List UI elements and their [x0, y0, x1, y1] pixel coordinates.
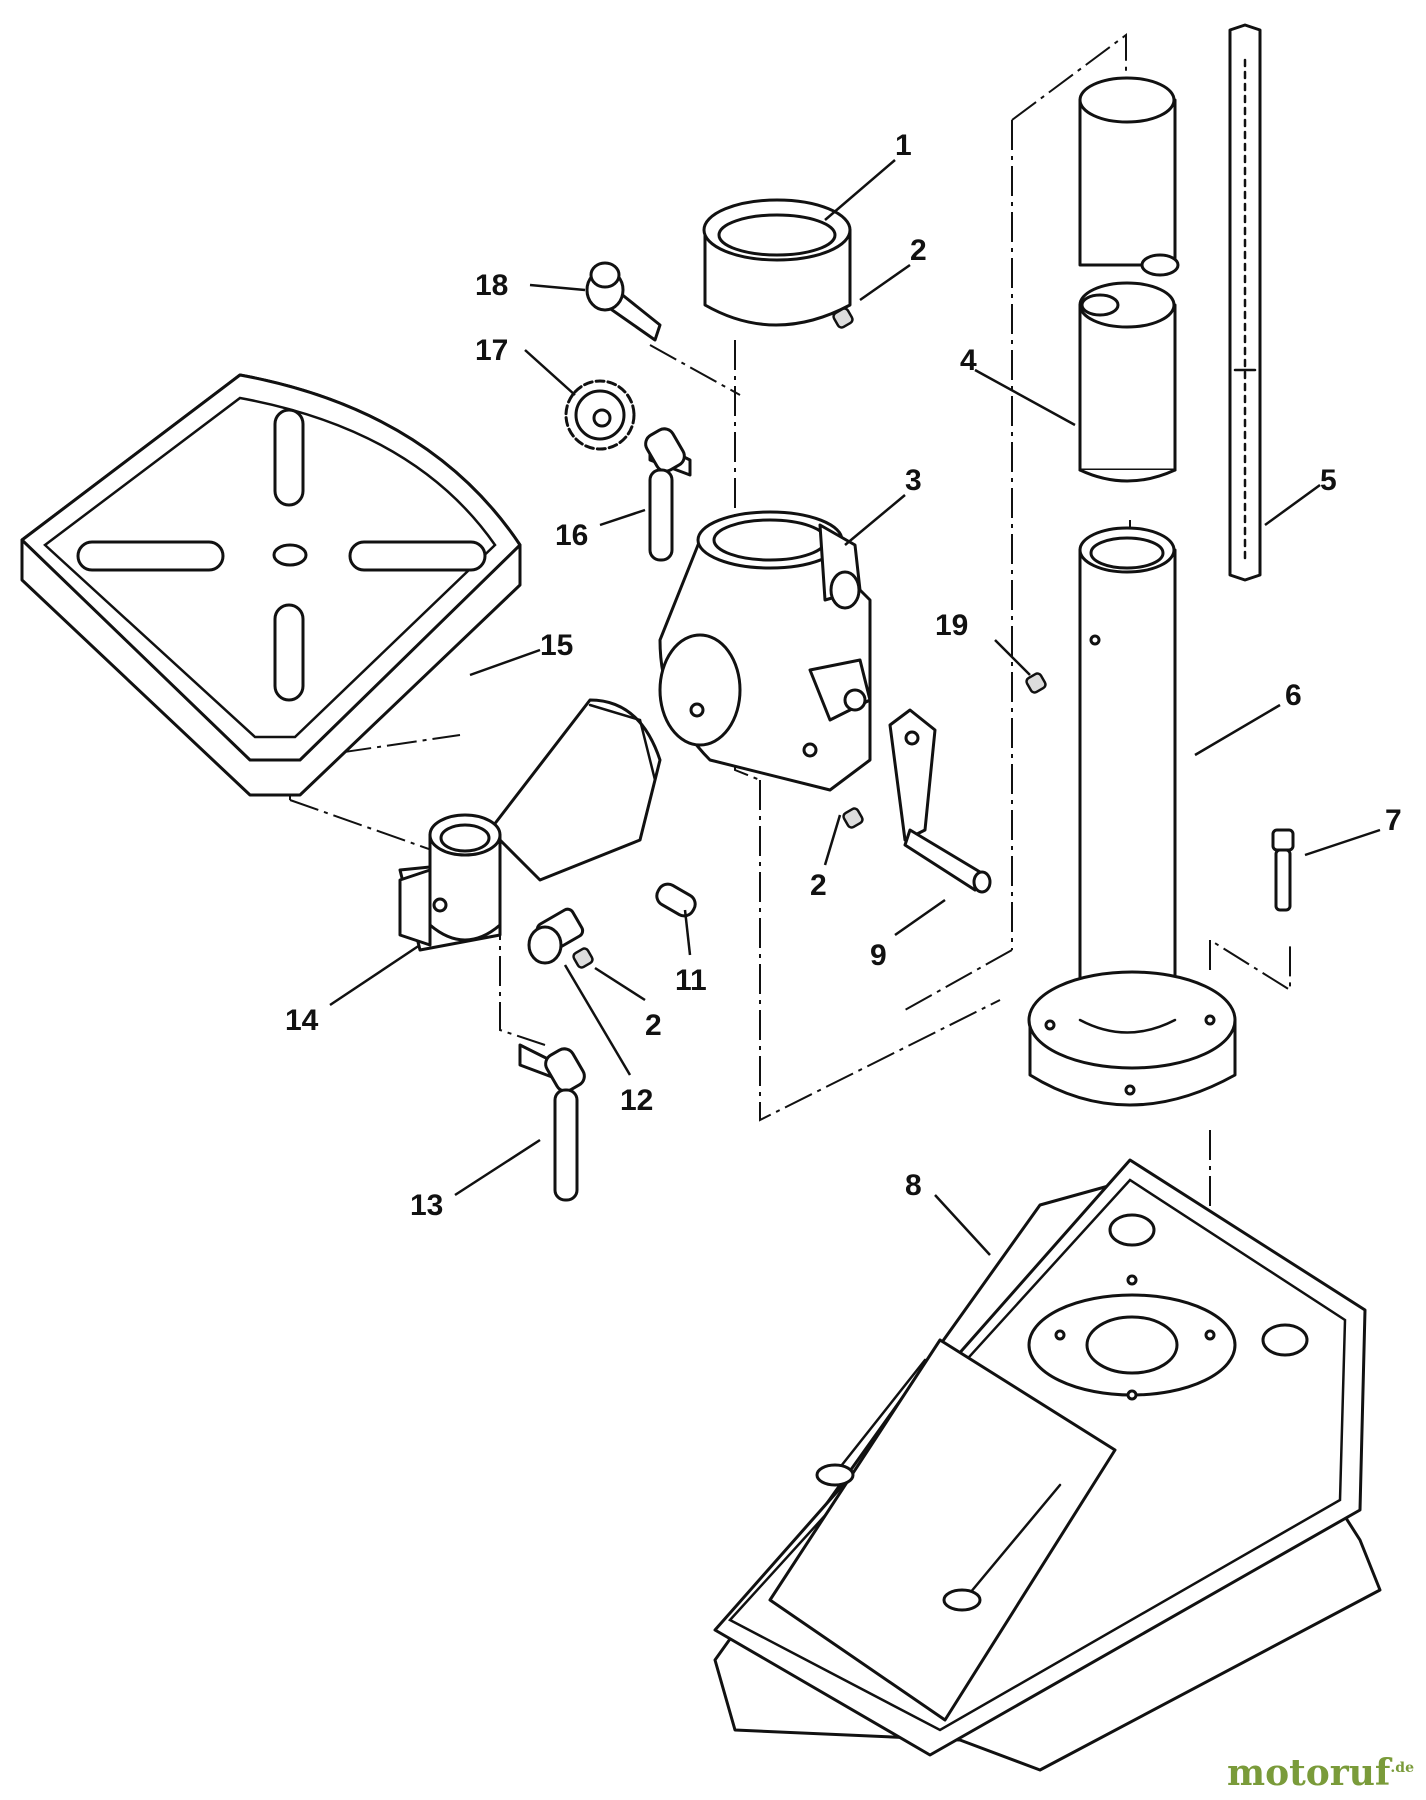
leader-13	[454, 1138, 541, 1197]
leader-14	[329, 943, 421, 1007]
callout-13: 13	[410, 1189, 443, 1222]
watermark-tld: .de	[1390, 1760, 1414, 1776]
callout-7: 7	[1385, 804, 1402, 837]
pinion-shaft	[585, 261, 662, 342]
callout-3: 3	[905, 464, 922, 497]
callout-9: 9	[870, 939, 887, 972]
callout-19: 19	[935, 609, 968, 642]
set-screw-2c	[572, 947, 594, 969]
work-table	[20, 373, 522, 797]
leader-3	[844, 494, 906, 546]
lock-handle-13	[518, 1043, 586, 1202]
leader-15	[469, 648, 541, 677]
lock-handle-16	[644, 427, 692, 562]
collar-ring	[702, 198, 852, 327]
leader-6	[1194, 703, 1281, 757]
callout-2c: 2	[645, 1009, 662, 1042]
table-arm	[398, 698, 662, 952]
callout-17: 17	[475, 334, 508, 367]
callout-1: 1	[895, 129, 912, 162]
leader-1	[824, 159, 896, 221]
set-screw-2a	[832, 307, 854, 329]
column-tube-4	[1078, 76, 1180, 483]
pin	[655, 882, 697, 918]
leader-9	[894, 898, 946, 937]
leader-2b	[823, 814, 842, 866]
callout-2b: 2	[810, 869, 827, 902]
leader-2c	[594, 966, 646, 1002]
rack	[1228, 23, 1262, 582]
callout-5: 5	[1320, 464, 1337, 497]
leader-12	[563, 964, 632, 1076]
leader-11	[683, 909, 692, 956]
callout-14: 14	[285, 1004, 319, 1037]
leader-4	[974, 368, 1076, 427]
leader-17	[524, 349, 576, 396]
callout-4: 4	[960, 344, 977, 377]
callout-11: 11	[675, 964, 707, 997]
callout-2a: 2	[910, 234, 927, 267]
site-watermark: motoruf.de	[1227, 1752, 1414, 1794]
callout-labels: 1 2 18 17 16 3 4 5 19 6 7 15 2 9 11 2 12…	[285, 129, 1402, 1222]
callout-8: 8	[905, 1169, 922, 1202]
leader-19	[994, 639, 1031, 676]
column	[1027, 526, 1237, 1107]
leader-8	[934, 1194, 991, 1256]
leader-16	[599, 508, 646, 527]
callout-18: 18	[475, 269, 508, 302]
crank-handle	[888, 708, 992, 894]
set-screw-19	[1025, 672, 1047, 694]
table-bracket	[658, 510, 872, 792]
column-bolt	[1271, 828, 1295, 912]
leader-5	[1264, 483, 1321, 527]
hex-bolt	[527, 907, 585, 965]
pinion-gear	[564, 379, 636, 451]
callout-12: 12	[620, 1084, 653, 1117]
leader-lines	[329, 159, 1381, 1256]
callout-6: 6	[1285, 679, 1302, 712]
leader-18	[529, 283, 586, 292]
callout-16: 16	[555, 519, 588, 552]
base	[713, 1158, 1382, 1772]
leader-7	[1304, 828, 1381, 857]
leader-2a	[859, 263, 911, 302]
callout-15: 15	[540, 629, 573, 662]
watermark-text: motoruf	[1227, 1752, 1391, 1794]
set-screw-2b	[842, 807, 864, 829]
